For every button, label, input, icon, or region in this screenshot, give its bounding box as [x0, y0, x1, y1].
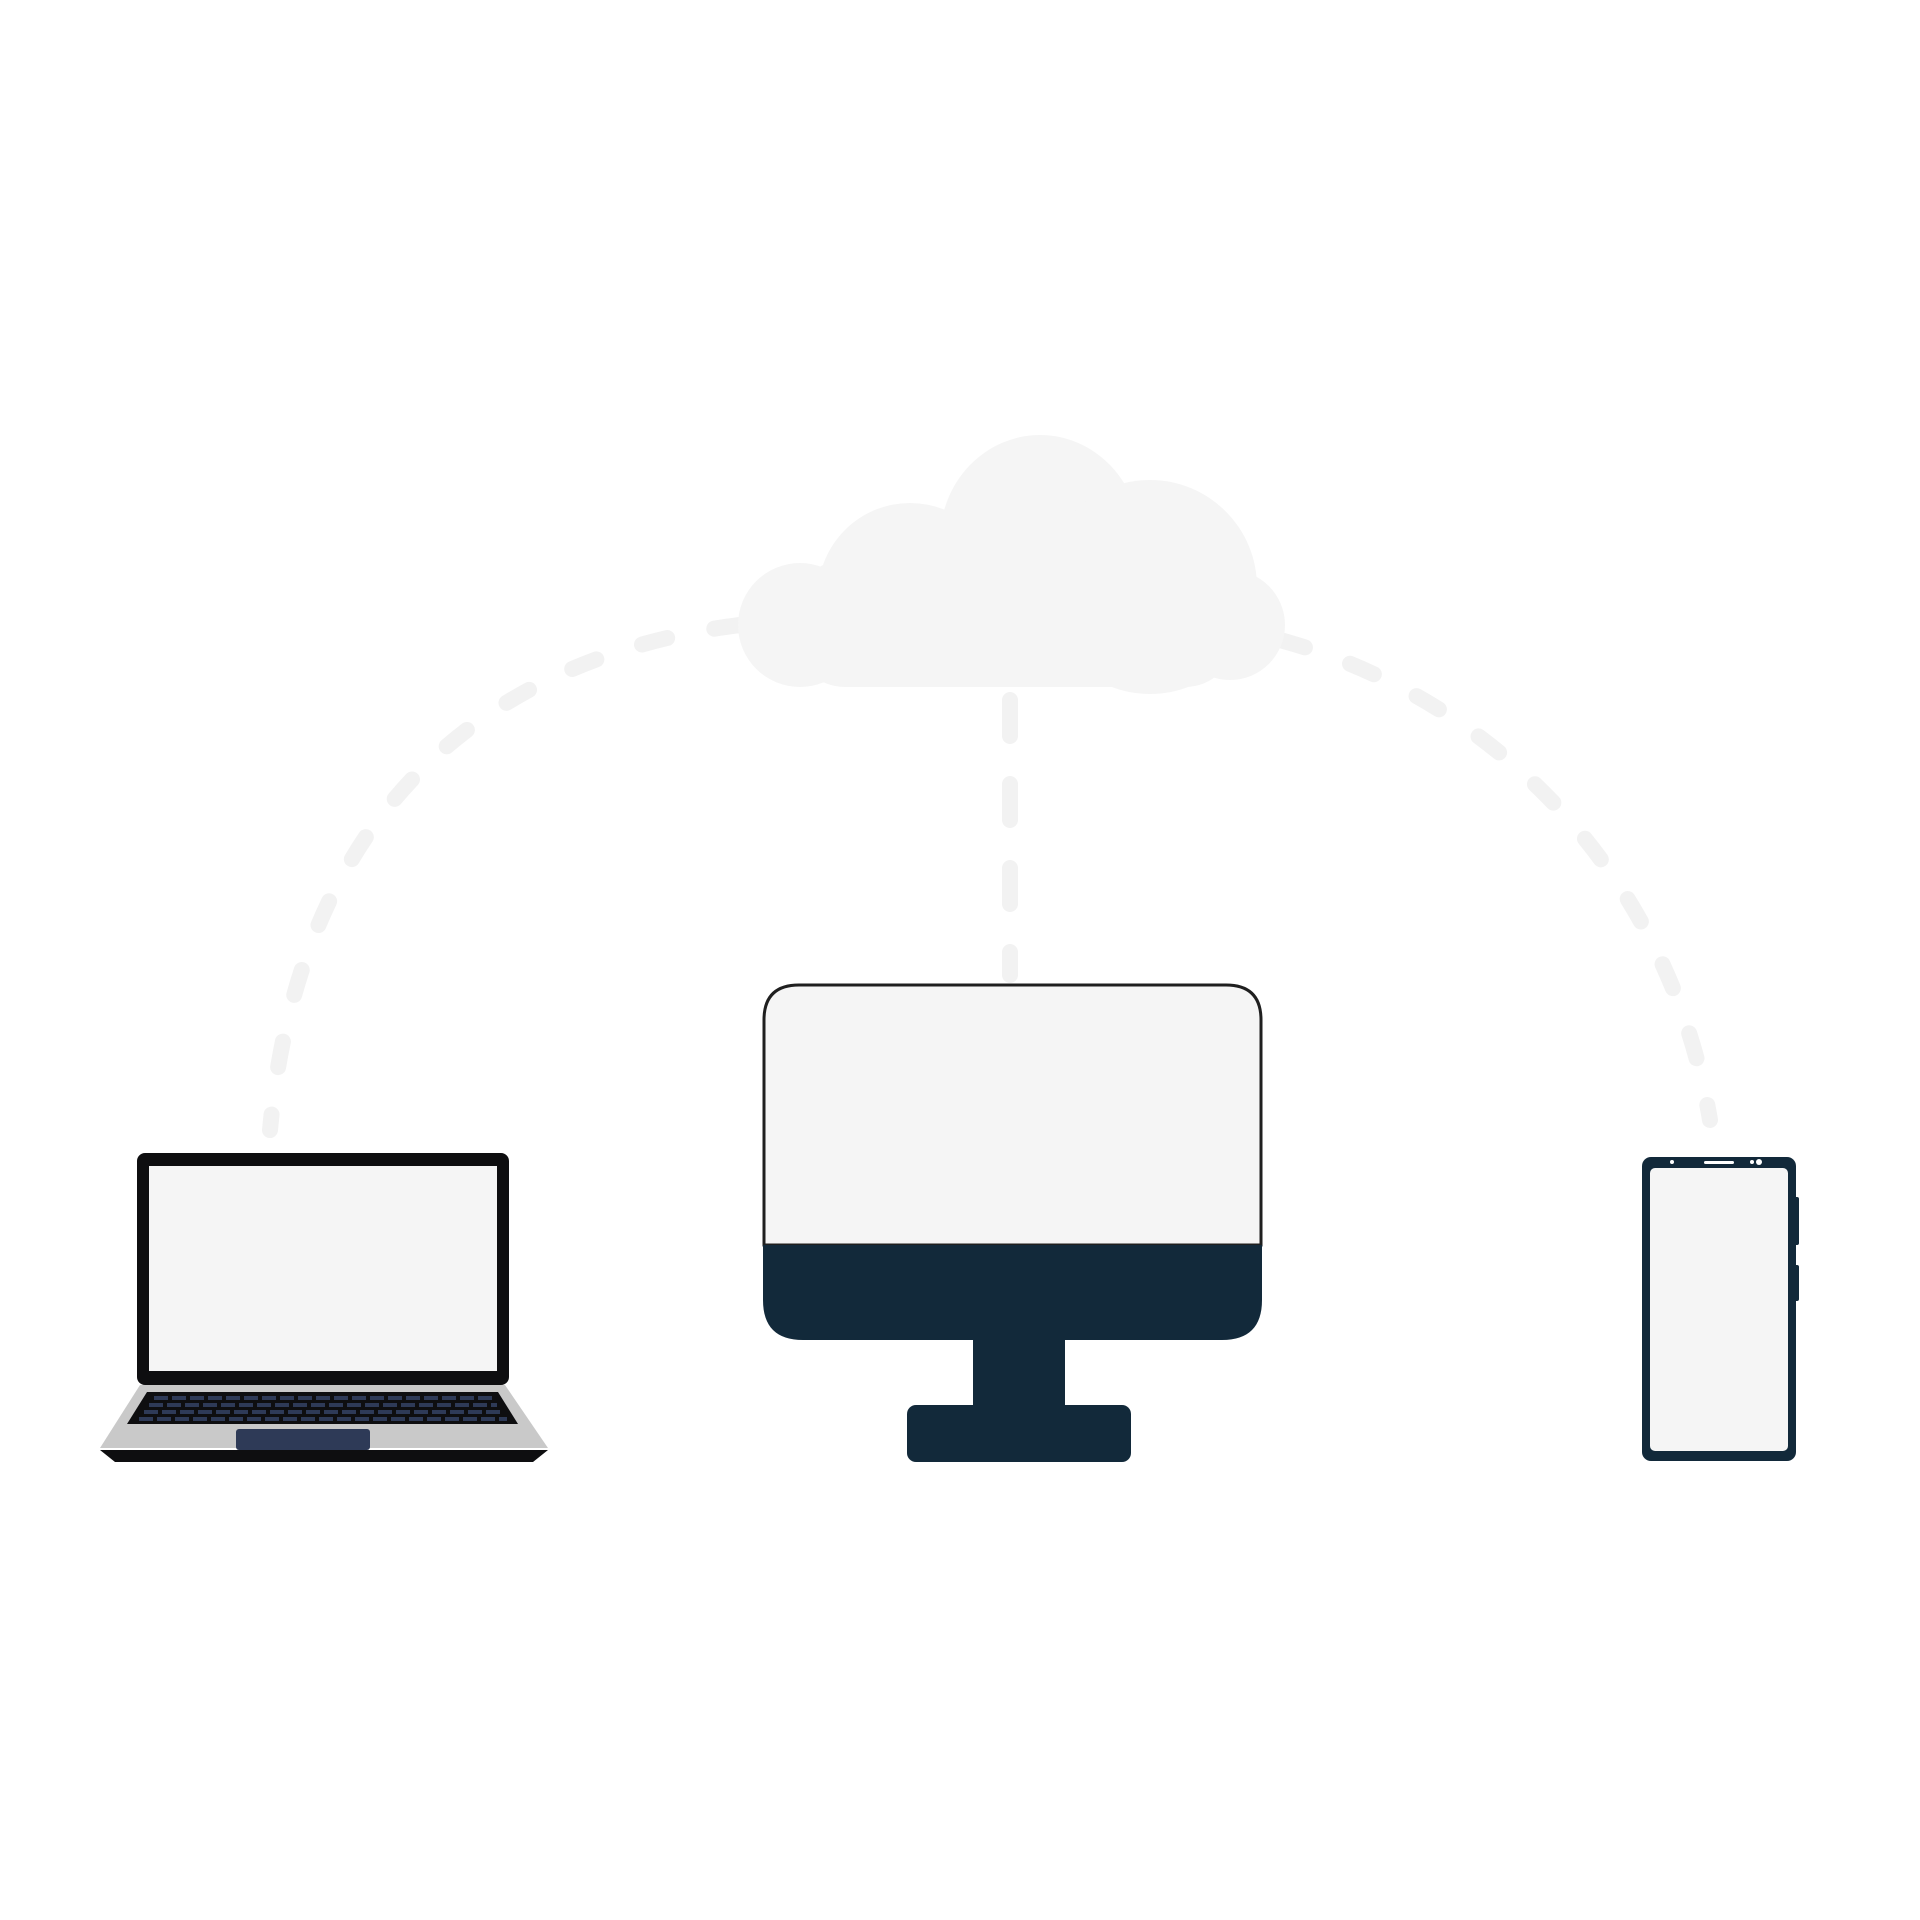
phone-sensor-a — [1750, 1160, 1754, 1164]
connector-cloud-phone — [1272, 632, 1718, 1128]
laptop-trackpad — [236, 1429, 370, 1450]
laptop-screen — [149, 1166, 497, 1371]
phone-speaker — [1704, 1161, 1734, 1164]
monitor-screen — [762, 983, 1263, 1247]
monitor-stand — [907, 1405, 1131, 1462]
monitor-neck — [973, 1338, 1065, 1410]
cloud-icon — [738, 435, 1285, 694]
connector-cloud-laptop — [262, 617, 748, 1138]
laptop-keys — [139, 1396, 507, 1421]
desktop-monitor-icon — [762, 983, 1263, 1462]
laptop-keyboard — [127, 1392, 518, 1424]
phone-screen — [1650, 1168, 1788, 1451]
monitor-chin — [763, 1245, 1262, 1340]
laptop-icon — [100, 1153, 548, 1462]
laptop-bottom — [100, 1450, 548, 1462]
phone-sensor-b — [1756, 1159, 1762, 1165]
smartphone-icon — [1642, 1157, 1799, 1461]
connectors — [262, 617, 1718, 1138]
phone-camera — [1670, 1160, 1674, 1164]
